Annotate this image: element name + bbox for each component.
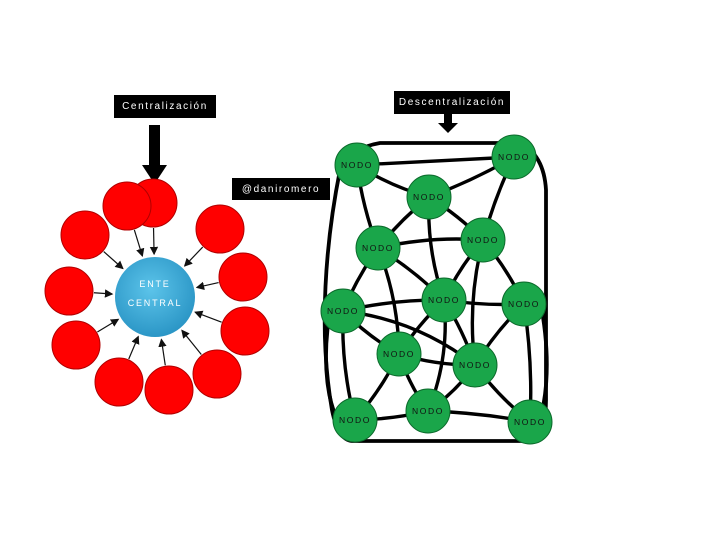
satellite-node xyxy=(220,306,270,356)
central-arrow xyxy=(133,229,145,258)
ente-label-line1: ENTE xyxy=(139,279,170,289)
nodo-circle xyxy=(452,342,498,388)
satellite-nodes xyxy=(44,178,270,415)
nodo-node: NODO xyxy=(376,331,422,377)
ente-central-circle xyxy=(115,257,195,337)
nodo-label: NODO xyxy=(341,160,373,170)
nodo-node: NODO xyxy=(405,388,451,434)
central-arrow xyxy=(194,310,222,323)
central-arrow xyxy=(97,318,120,333)
nodo-label: NODO xyxy=(327,306,359,316)
nodo-label: NODO xyxy=(514,417,546,427)
nodo-circle xyxy=(501,281,547,327)
watermark-label: @daniromero xyxy=(232,178,330,200)
nodo-circle xyxy=(406,174,452,220)
satellite-node xyxy=(144,365,194,415)
nodo-circle xyxy=(491,134,537,180)
nodo-node: NODO xyxy=(355,225,401,271)
central-arrow xyxy=(183,246,204,267)
central-arrow xyxy=(158,338,167,366)
nodo-node: NODO xyxy=(507,399,553,445)
ente-label-line2: CENTRAL xyxy=(128,298,183,308)
central-arrows xyxy=(93,227,222,366)
satellite-node xyxy=(44,266,94,316)
nodo-node: NODO xyxy=(406,174,452,220)
satellite-node xyxy=(218,252,268,302)
nodo-label: NODO xyxy=(339,415,371,425)
nodo-label: NODO xyxy=(362,243,394,253)
central-arrow xyxy=(195,281,219,290)
nodo-label: NODO xyxy=(412,406,444,416)
centralizacion-arrow xyxy=(142,125,167,184)
central-arrow xyxy=(128,335,140,360)
nodo-label: NODO xyxy=(508,299,540,309)
nodo-circle xyxy=(355,225,401,271)
nodo-label: NODO xyxy=(383,349,415,359)
satellite-node xyxy=(195,204,245,254)
nodo-label: NODO xyxy=(459,360,491,370)
ente-central-node: ENTE CENTRAL xyxy=(115,257,195,337)
nodo-label: NODO xyxy=(498,152,530,162)
nodo-circle xyxy=(332,397,378,443)
central-arrow xyxy=(181,329,202,355)
nodo-circle xyxy=(421,277,467,323)
nodo-node: NODO xyxy=(491,134,537,180)
nodo-node: NODO xyxy=(460,217,506,263)
nodo-circle xyxy=(405,388,451,434)
descentralizacion-arrow xyxy=(438,113,458,133)
nodo-circle xyxy=(507,399,553,445)
nodo-node: NODO xyxy=(320,288,366,334)
nodo-node: NODO xyxy=(421,277,467,323)
central-arrow xyxy=(149,227,159,256)
satellite-node xyxy=(51,320,101,370)
satellite-node xyxy=(192,349,242,399)
satellite-node xyxy=(94,357,144,407)
nodo-label: NODO xyxy=(467,235,499,245)
nodo-circle xyxy=(376,331,422,377)
mesh-edge xyxy=(355,155,516,167)
nodo-label: NODO xyxy=(413,192,445,202)
centralizacion-label: Centralización xyxy=(114,95,216,118)
nodo-circle xyxy=(334,142,380,188)
mesh-nodes: NODO NODO NODO NODO NODO NODO NODO NODO NODO NODO… xyxy=(320,134,553,445)
central-arrow xyxy=(103,251,124,270)
nodo-node: NODO xyxy=(501,281,547,327)
satellite-node xyxy=(102,181,152,231)
nodo-node: NODO xyxy=(332,397,378,443)
descentralizacion-label: Descentralización xyxy=(394,91,510,114)
nodo-node: NODO xyxy=(452,342,498,388)
central-arrow xyxy=(93,289,114,298)
satellite-node xyxy=(60,210,110,260)
nodo-label: NODO xyxy=(428,295,460,305)
nodo-circle xyxy=(460,217,506,263)
nodo-circle xyxy=(320,288,366,334)
nodo-node: NODO xyxy=(334,142,380,188)
